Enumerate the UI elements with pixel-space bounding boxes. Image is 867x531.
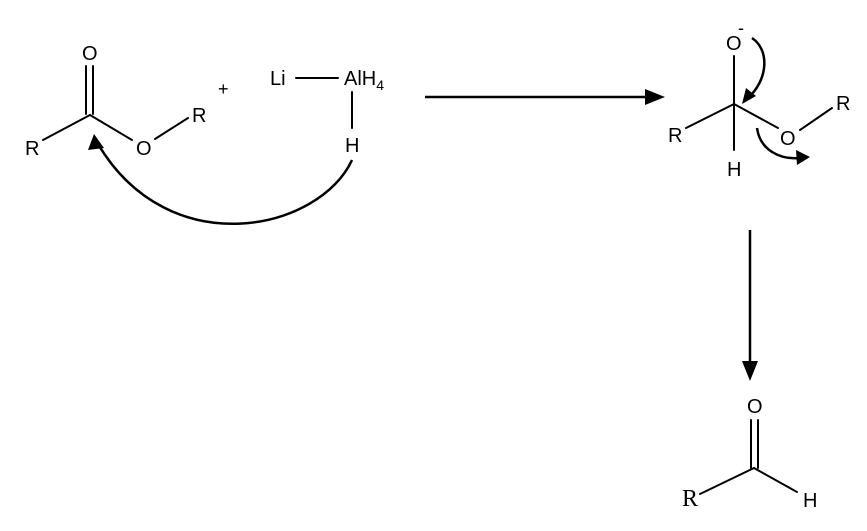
lialh4-reagent: Li AlH4 H bbox=[270, 68, 384, 157]
tetrahedral-intermediate: O - R O R H bbox=[668, 18, 850, 181]
aldehyde-product: O R H bbox=[682, 396, 817, 512]
intermediate-r-left: R bbox=[668, 125, 682, 147]
ester-ether-o: O bbox=[136, 138, 152, 160]
ester-molecule: R O O R bbox=[25, 43, 206, 160]
product-h: H bbox=[803, 490, 817, 512]
reagent-li: Li bbox=[270, 68, 286, 90]
bond-r-c bbox=[685, 103, 735, 129]
intermediate-r-right: R bbox=[836, 93, 850, 115]
intermediate-oxide-charge: - bbox=[738, 18, 744, 38]
bond-o-r2 bbox=[799, 107, 833, 131]
bond-r-c-product bbox=[699, 467, 755, 495]
bond-c-h-product bbox=[753, 467, 798, 493]
intermediate-h: H bbox=[727, 159, 741, 181]
ester-carbonyl-o: O bbox=[82, 43, 98, 65]
reagent-alh4: AlH4 bbox=[344, 68, 384, 93]
reaction-arrowhead-down bbox=[742, 361, 758, 381]
bond-o-r bbox=[154, 117, 189, 140]
carbonyl-reform-curved-arrow bbox=[747, 36, 766, 99]
product-r: R bbox=[682, 486, 698, 512]
plus-sign: + bbox=[218, 79, 229, 99]
bond-carbonyl-ether-o bbox=[89, 114, 133, 141]
leaving-group-curved-arrow bbox=[755, 127, 801, 160]
bond-c-ether-o bbox=[733, 103, 779, 129]
carbonyl-reform-arrowhead bbox=[742, 88, 756, 104]
ester-r-right: R bbox=[192, 105, 206, 127]
bond-r-carbonyl bbox=[42, 114, 91, 141]
ester-r-left: R bbox=[25, 138, 39, 160]
reaction-arrowhead-right bbox=[645, 89, 665, 105]
intermediate-oxide-o: O bbox=[726, 33, 742, 55]
product-o: O bbox=[747, 396, 763, 418]
hydride-attack-curved-arrow bbox=[96, 143, 354, 225]
hydride-attack-arrowhead bbox=[88, 134, 104, 150]
intermediate-ether-o: O bbox=[780, 128, 796, 150]
reagent-hydride: H bbox=[345, 135, 359, 157]
leaving-group-arrowhead bbox=[796, 150, 810, 165]
